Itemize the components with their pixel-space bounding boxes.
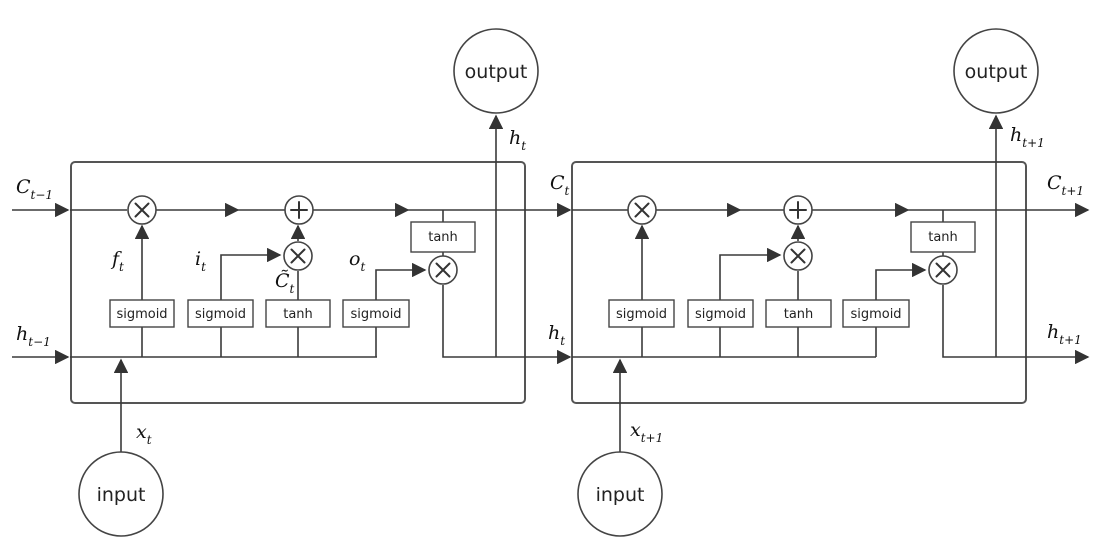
i-t-arrow (220, 247, 282, 300)
label-o-t: ot (349, 248, 365, 274)
cell-state-tanh: tanh (910, 221, 976, 253)
label-ctilde-t: C̃t (275, 270, 295, 296)
gate-label: sigmoid (116, 307, 167, 322)
add-node (284, 195, 314, 225)
output-node-1: output (453, 28, 539, 114)
gate-label: sigmoid (850, 307, 901, 322)
input-label: input (596, 484, 645, 506)
input-gate-sigmoid: sigmoid (187, 299, 254, 328)
i-arrow (719, 247, 782, 300)
gate-label: sigmoid (350, 307, 401, 322)
input-multiply-node (283, 241, 313, 271)
cell-state-tanh: tanh (410, 221, 476, 253)
gate-label: tanh (928, 230, 958, 245)
candidate-tanh: tanh (265, 299, 331, 328)
h-next-arrow (942, 285, 1090, 365)
label-f-t: ft (110, 248, 124, 274)
input-multiply-node (783, 241, 813, 271)
label-h-prev: ht−1 (16, 323, 51, 349)
label-c-t: Ct (550, 172, 570, 198)
output-multiply-node (928, 255, 958, 285)
math-labels: Ct−1 ht−1 xt ft it C̃t ot ht Ct ht xt+1 … (16, 124, 1084, 447)
input-label: input (97, 484, 146, 506)
label-x-t: xt (136, 421, 152, 447)
label-h-t: ht (548, 322, 565, 348)
lstm-cell-1: sigmoid sigmoid tanh sigmoid tanh output… (12, 28, 572, 537)
output-node-2: output (953, 28, 1039, 114)
gate-label: sigmoid (616, 307, 667, 322)
label-h-next: ht+1 (1047, 321, 1082, 347)
o-arrow (875, 262, 927, 300)
label-h-t-out: ht (509, 127, 526, 153)
gate-label: sigmoid (195, 307, 246, 322)
label-c-next: Ct+1 (1047, 172, 1084, 198)
forget-gate-sigmoid: sigmoid (109, 299, 175, 328)
output-label: output (465, 61, 528, 83)
output-multiply-node (428, 255, 458, 285)
h-t-arrow (442, 285, 572, 365)
label-x-next: xt+1 (630, 419, 663, 445)
gate-label: tanh (428, 230, 458, 245)
label-c-prev: Ct−1 (16, 176, 53, 202)
gate-label: tanh (283, 307, 313, 322)
output-gate-sigmoid: sigmoid (842, 299, 910, 328)
gate-label: tanh (784, 307, 814, 322)
cell-1-frame (70, 161, 526, 404)
input-gate-sigmoid: sigmoid (687, 299, 754, 328)
lstm-cell-2: sigmoid sigmoid tanh sigmoid tanh output… (571, 28, 1090, 537)
forget-multiply-node (627, 195, 657, 225)
cell-2-frame (571, 161, 1027, 404)
output-gate-sigmoid: sigmoid (342, 299, 410, 328)
candidate-tanh: tanh (765, 299, 832, 328)
o-t-arrow (375, 262, 427, 300)
output-label: output (965, 61, 1028, 83)
add-node (783, 195, 813, 225)
gate-label: sigmoid (695, 307, 746, 322)
input-node-1: input (78, 451, 164, 537)
input-node-2: input (577, 451, 663, 537)
forget-multiply-node (127, 195, 157, 225)
forget-gate-sigmoid: sigmoid (608, 299, 675, 328)
label-i-t: it (195, 248, 206, 274)
label-h-next-out: ht+1 (1010, 124, 1045, 150)
